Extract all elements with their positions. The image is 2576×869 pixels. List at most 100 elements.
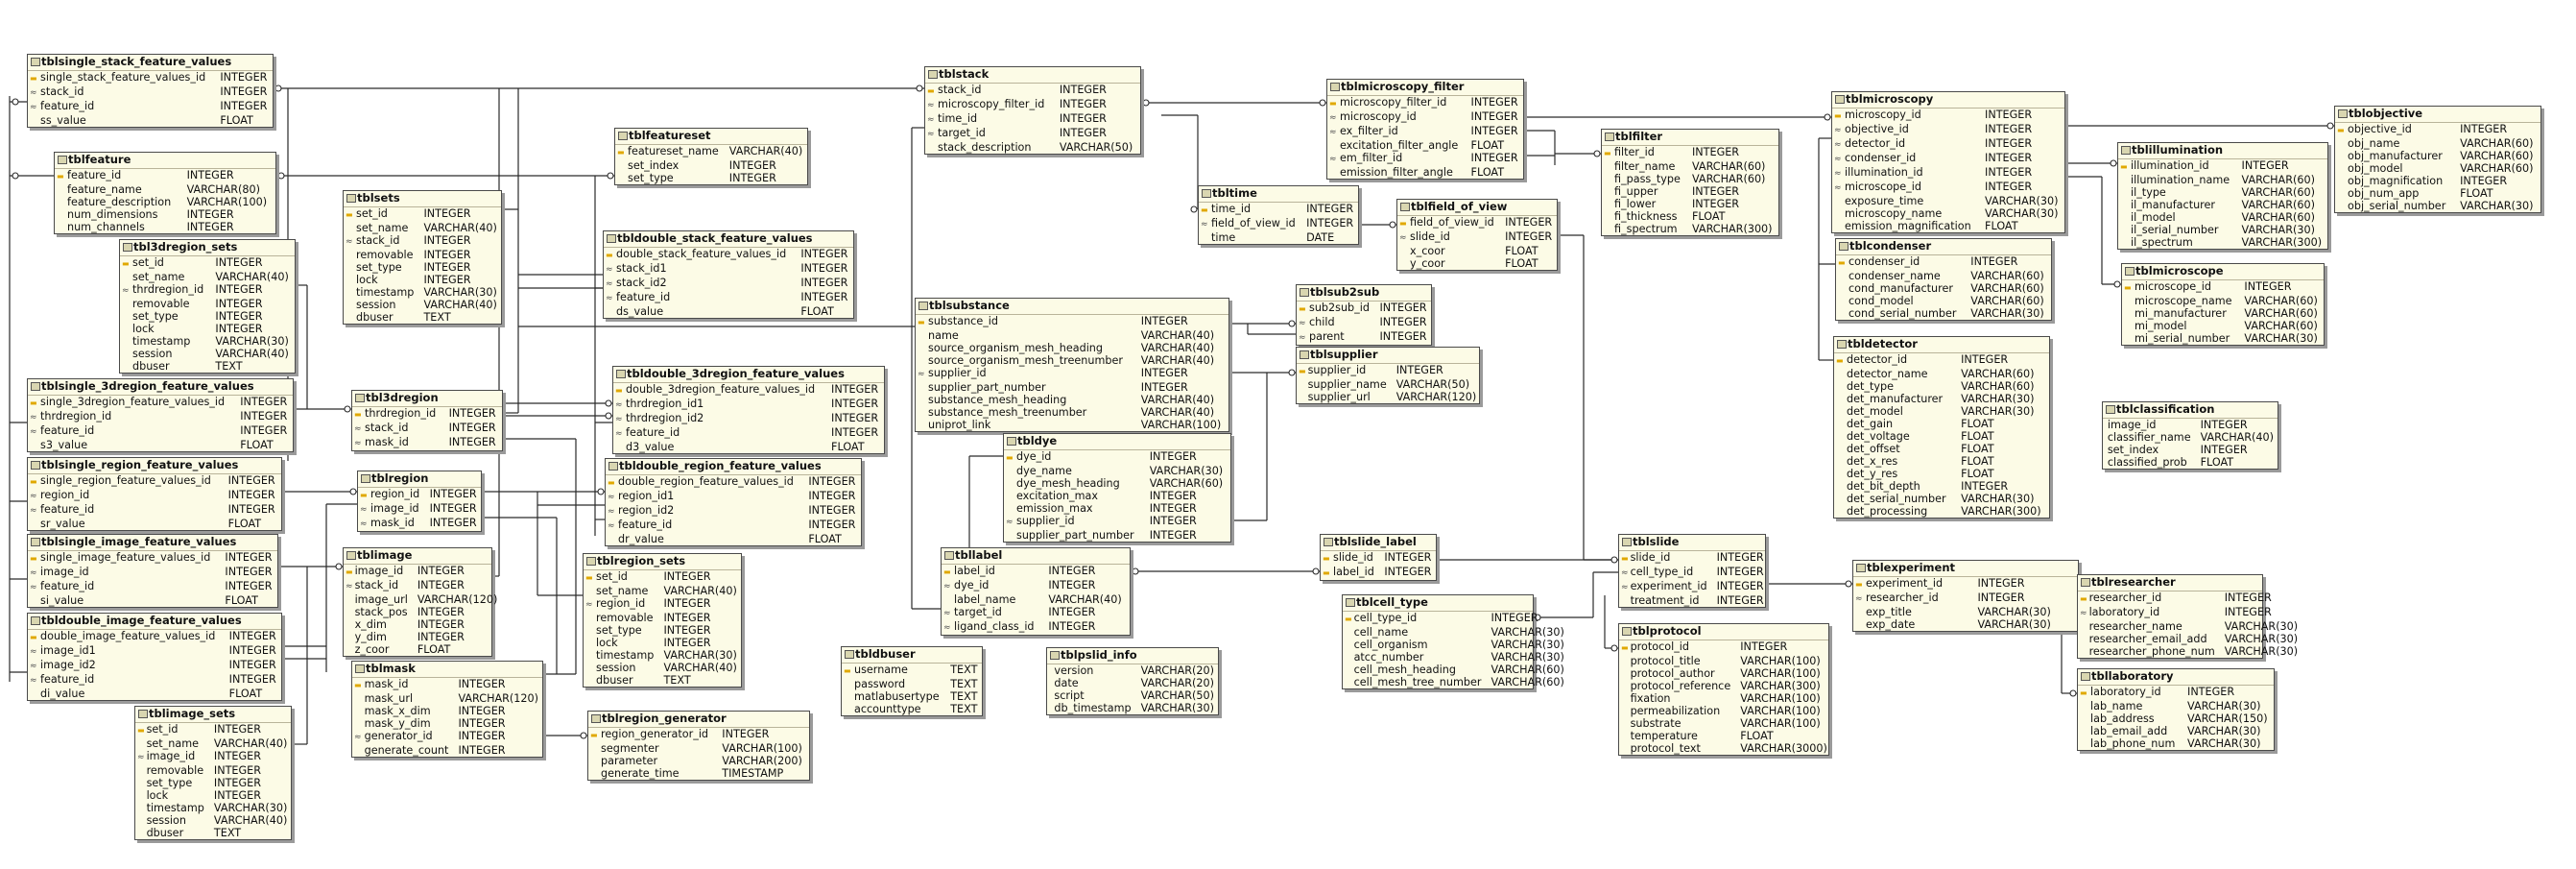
table-tblillumination[interactable]: tblilluminationillumination_idINTEGERill… [2117,142,2328,250]
table-tblfeature[interactable]: tblfeaturefeature_idINTEGERfeature_nameV… [54,152,276,234]
table-tbllabel[interactable]: tbllabellabel_idINTEGERdye_idINTEGERlabe… [941,547,1131,636]
table-tbl3dregion[interactable]: tbl3dregionthrdregion_idINTEGERstack_idI… [351,390,503,451]
table-tblprotocol[interactable]: tblprotocolprotocol_idINTEGERprotocol_ti… [1618,623,1829,756]
table-tblresearcher[interactable]: tblresearcherresearcher_idINTEGERlaborat… [2077,574,2298,659]
table-tbltime[interactable]: tbltimetime_idINTEGERfield_of_view_idINT… [1198,185,1359,245]
table-tbldouble-image-feature-values[interactable]: tbldouble_image_feature_valuesdouble_ima… [27,613,282,701]
table-tblfield-of-view[interactable]: tblfield_of_viewfield_of_view_idINTEGERs… [1396,199,1558,271]
table-tblslide[interactable]: tblslideslide_idINTEGERcell_type_idINTEG… [1618,534,1766,608]
table-tblcondenser[interactable]: tblcondensercondenser_idINTEGERcondenser… [1835,238,2052,321]
